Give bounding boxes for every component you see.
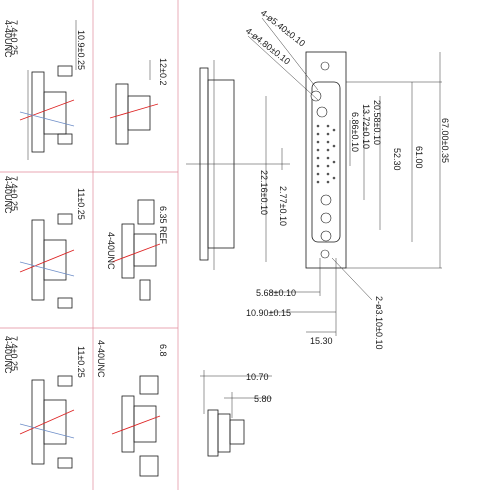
panel2-thread: 4-40UNC — [3, 176, 13, 214]
panel2-dim-b: 11±0.25 — [76, 188, 86, 220]
dim-5-80: 5.80 — [254, 394, 272, 404]
dim-10-70: 10.70 — [246, 372, 269, 382]
panel1-dim-c: 12±0.2 — [158, 58, 168, 85]
left-panel-3: 7.4±0.25 4-40UNC 11±0.25 4-40UNC 6.8 — [3, 336, 168, 477]
panel1-dim-b: 10.9±0.25 — [76, 30, 86, 70]
dim-2-77: 2.77±0.10 — [278, 186, 288, 226]
panel3-dim-c: 6.8 — [158, 344, 168, 357]
pin-field — [316, 124, 336, 184]
dim-15-30: 15.30 — [310, 336, 333, 346]
panel2-dim-c: 6.35 REF — [158, 206, 168, 245]
dim-61-00: 61.00 — [414, 146, 424, 169]
dim-13-72: 13.72±0.10 — [361, 104, 371, 149]
small-side-view: 10.70 5.80 — [200, 370, 272, 457]
dim-2-3-10: 2-ø3.10±0.10 — [374, 296, 384, 349]
dim-52-30: 52.30 — [392, 148, 402, 171]
dim-67-00: 67.00±0.35 — [440, 118, 450, 163]
panel3-thread2: 4-40UNC — [96, 340, 106, 378]
front-view: 4-ø5.40±0.10 4-ø4.80±0.10 20.58±0.10 13.… — [244, 8, 450, 350]
dim-20-58: 20.58±0.10 — [372, 100, 382, 145]
panel2-dim-a: 7.4±0.25 — [9, 176, 19, 211]
dim-5-68: 5.68±0.10 — [256, 288, 296, 298]
dim-10-90: 10.90±0.15 — [246, 308, 291, 318]
panel1-thread: 4-40UNC — [3, 20, 13, 58]
panel-dividers — [0, 0, 179, 490]
panel1-dim-a: 7.4±0.25 — [9, 20, 19, 55]
left-panel-2: 7.4±0.25 4-40UNC 11±0.25 6.35 REF 4-40UN… — [3, 176, 168, 309]
panel2-thread2: 4-40UNC — [106, 232, 116, 270]
panel3-thread: 4-40UNC — [3, 336, 13, 374]
dim-6-86: 6.86±0.10 — [350, 112, 360, 152]
panel3-dim-b: 11±0.25 — [76, 346, 86, 378]
panel3-dim-a: 7.4±0.25 — [9, 336, 19, 371]
dim-22-16: 22.16±0.10 — [259, 170, 269, 215]
left-panel-1: 7.4±0.25 4-40UNC 10.9±0.25 12±0.2 — [3, 20, 168, 160]
side-profile-view — [186, 60, 290, 270]
